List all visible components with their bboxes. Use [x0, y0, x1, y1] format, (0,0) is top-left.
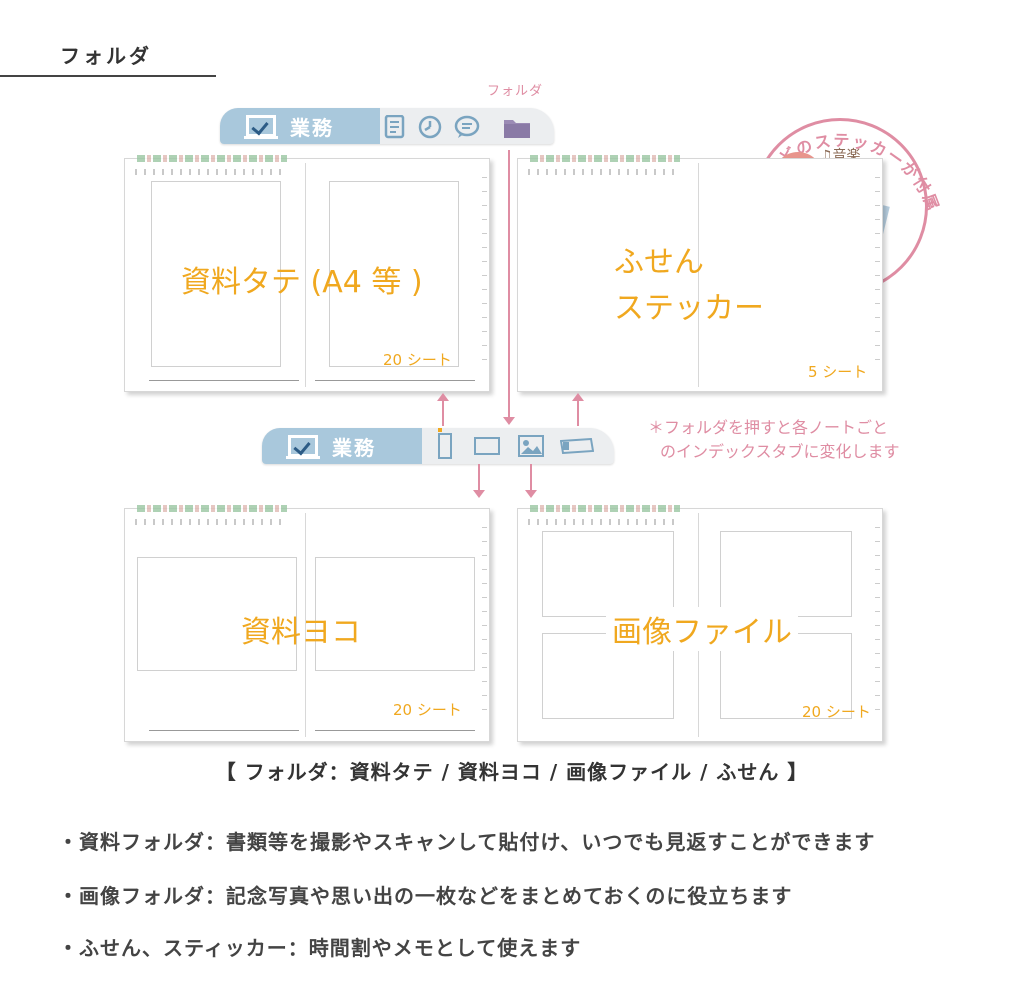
spread-landscape-label: 資料ヨコ — [241, 615, 361, 650]
spread-sticky-notes: ふせん ステッカー 5 シート — [517, 155, 883, 392]
folder-note-line2: のインデックスタブに変化します — [660, 442, 900, 461]
portrait-page-icon[interactable] — [438, 433, 452, 459]
tab-work-label: 業務 — [290, 115, 334, 140]
folder-note: ＊フォルダを押すと各ノートごと のインデックスタブに変化します — [648, 416, 900, 464]
spread-landscape-docs: 資料ヨコ 20 シート — [124, 505, 490, 742]
spread-portrait-count: 20 シート — [383, 351, 452, 369]
folder-connector-line — [508, 150, 510, 418]
chat-bubble-icon[interactable] — [454, 115, 480, 139]
spread-portrait-docs: 資料タテ (A4 等 ) 20 シート — [124, 155, 490, 392]
tab-work[interactable]: 業務 — [220, 108, 380, 144]
bullet-images: ・画像フォルダ：記念写真や思い出の一枚などをまとめておくのに役立ちます — [58, 884, 793, 908]
clock-icon[interactable] — [418, 115, 442, 139]
arrow-up-icon — [572, 393, 584, 401]
spread-sticky-label-1: ふせん — [614, 245, 704, 280]
arrow-down-icon — [525, 490, 537, 498]
document-icon[interactable] — [384, 115, 406, 139]
arrow-down-icon — [503, 417, 515, 425]
arrow-up-icon — [437, 393, 449, 401]
spread-portrait-label: 資料タテ (A4 等 ) — [181, 265, 423, 300]
tab-work-2-label: 業務 — [332, 435, 376, 460]
mid-tab-bar: 業務 — [262, 428, 614, 464]
folder-icon[interactable] — [502, 114, 532, 140]
spread-image-count: 20 シート — [802, 703, 871, 721]
bullet-stickers: ・ふせん、スティッカー：時間割やメモとして使えます — [58, 936, 582, 960]
spread-landscape-count: 20 シート — [393, 701, 462, 719]
folder-caption: 【 フォルダ：資料タテ / 資料ヨコ / 画像ファイル / ふせん 】 — [215, 760, 809, 784]
spread-sticky-count: 5 シート — [808, 363, 868, 381]
spread-image-files: 画像ファイル 20 シート — [517, 505, 883, 742]
section-title: フォルダ — [60, 44, 152, 68]
arrow-down-icon — [473, 490, 485, 498]
folder-note-line1: ＊フォルダを押すと各ノートごと — [648, 418, 889, 437]
top-tab-bar: 業務 — [220, 108, 554, 144]
bullet-documents: ・資料フォルダ：書類等を撮影やスキャンして貼付け、いつでも見返すことができます — [58, 830, 876, 854]
tab-work-2[interactable]: 業務 — [262, 428, 422, 464]
section-underline — [0, 75, 216, 77]
laptop-check-icon — [288, 435, 318, 457]
laptop-check-icon — [246, 115, 276, 137]
sticky-note-icon[interactable] — [560, 438, 594, 454]
image-icon[interactable] — [518, 435, 544, 457]
landscape-page-icon[interactable] — [474, 437, 500, 455]
folder-callout-label: フォルダ — [487, 84, 544, 99]
spread-sticky-label-2: ステッカー — [614, 291, 764, 326]
spread-image-label: 画像ファイル — [606, 607, 798, 651]
